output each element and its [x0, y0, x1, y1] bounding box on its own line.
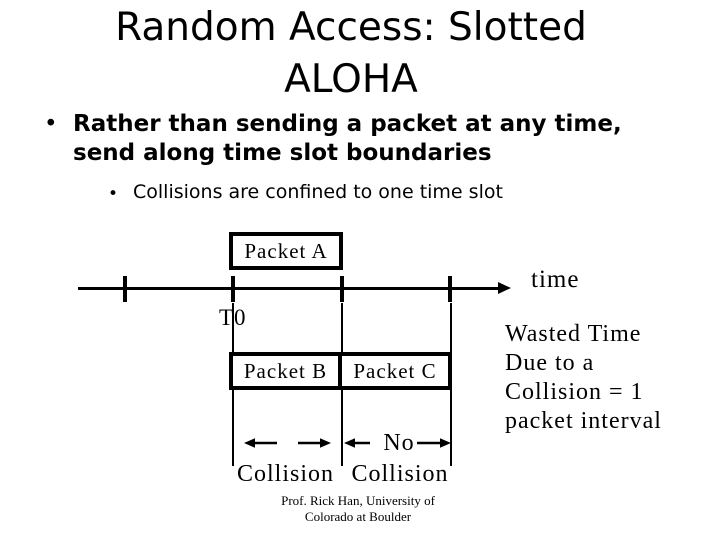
- main-bullet-line1: Rather than sending a packet at any time…: [73, 111, 622, 137]
- packet-c-box: Packet C: [338, 352, 452, 390]
- axis-tick-2: [231, 276, 235, 302]
- packet-a-label: Packet A: [244, 238, 328, 263]
- footer-credit: Prof. Rick Han, University of Colorado a…: [178, 493, 538, 525]
- packet-b-box: Packet B: [229, 352, 342, 390]
- wasted-time-line3: Collision = 1: [505, 379, 644, 405]
- sub-bullet-marker: •: [108, 184, 119, 204]
- footer-credit-line1: Prof. Rick Han, University of: [281, 493, 435, 508]
- time-axis-arrowhead-icon: [498, 282, 511, 294]
- axis-tick-4: [448, 276, 452, 302]
- slot2-left-arrow-icon: [344, 438, 370, 448]
- wasted-time-line2: Due to a: [505, 350, 595, 376]
- slide-title-line2: ALOHA: [284, 57, 418, 102]
- slot1-left-arrow-icon: [244, 438, 277, 448]
- packet-b-label: Packet B: [243, 358, 328, 383]
- time-axis-line: [78, 287, 502, 290]
- wasted-time-line4: packet interval: [505, 408, 662, 434]
- packet-a-box: Packet A: [229, 232, 343, 270]
- slot1-right-arrow-icon: [298, 438, 331, 448]
- no-collision-word-no: No: [383, 430, 415, 456]
- axis-tick-1: [123, 276, 127, 302]
- time-axis-label: time: [531, 266, 580, 293]
- t0-label: T0: [219, 305, 247, 330]
- main-bullet-text: Rather than sending a packet at any time…: [73, 110, 622, 168]
- sub-bullet-text: Collisions are confined to one time slot: [133, 181, 503, 203]
- wasted-time-line1: Wasted Time: [505, 321, 642, 347]
- axis-tick-3: [340, 276, 344, 302]
- slot1-collision-caption: Collision: [236, 461, 335, 487]
- wasted-time-annotation: Wasted Time Due to a Collision = 1 packe…: [505, 320, 662, 436]
- main-bullet-marker: •: [44, 111, 58, 137]
- packet-c-label: Packet C: [353, 358, 437, 383]
- slot2-right-arrow-icon: [417, 438, 451, 448]
- slide-title: Random Access: Slotted ALOHA: [0, 2, 702, 106]
- slot2-collision-caption: Collision: [351, 461, 449, 487]
- slide-title-line1: Random Access: Slotted: [115, 5, 587, 50]
- main-bullet-line2: send along time slot boundaries: [73, 140, 492, 166]
- footer-credit-line2: Colorado at Boulder: [304, 509, 412, 524]
